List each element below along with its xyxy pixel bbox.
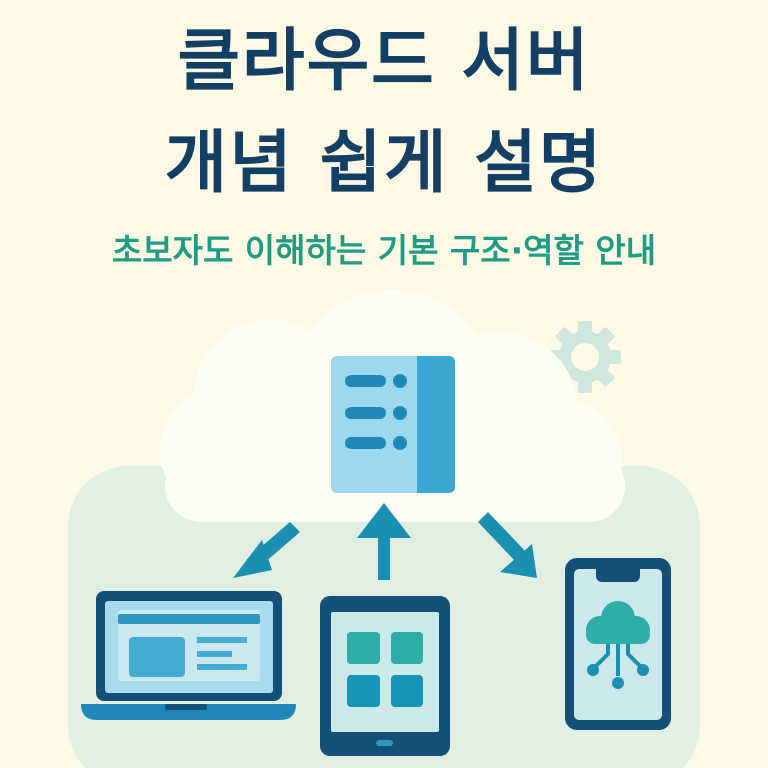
cloud-network-icon bbox=[586, 601, 650, 689]
page-title-line-1: 클라우드 서버 bbox=[177, 22, 591, 101]
laptop-icon bbox=[81, 591, 296, 720]
arrow-down-left-icon bbox=[233, 522, 300, 578]
server-icon bbox=[331, 356, 455, 493]
page-subtitle: 초보자도 이해하는 기본 구조·역할 안내 bbox=[111, 231, 657, 270]
arrow-up-icon bbox=[357, 503, 411, 580]
page-title-line-2: 개념 쉽게 설명 bbox=[164, 124, 604, 203]
arrow-down-right-icon bbox=[478, 512, 537, 578]
tablet-icon bbox=[320, 596, 450, 756]
smartphone-icon bbox=[565, 558, 671, 730]
